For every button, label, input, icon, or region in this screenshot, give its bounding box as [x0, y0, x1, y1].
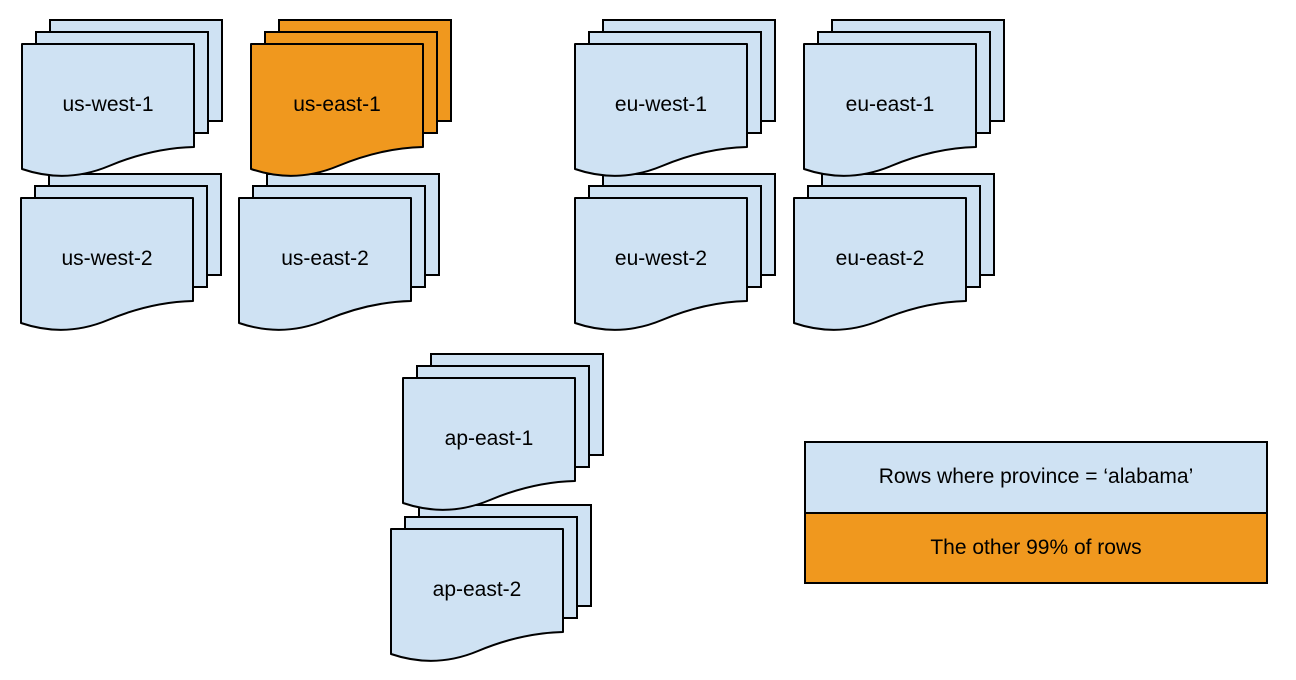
region-stack-eu-east-1: eu-east-1	[803, 19, 1005, 179]
legend-row-alabama: Rows where province = ‘alabama’	[806, 443, 1266, 512]
region-stack-ap-east-2: ap-east-2	[390, 504, 592, 664]
region-label: ap-east-2	[432, 577, 522, 601]
legend: Rows where province = ‘alabama’ The othe…	[804, 441, 1268, 584]
document-shape	[20, 197, 194, 331]
document-shape	[21, 43, 195, 177]
legend-label-alabama: Rows where province = ‘alabama’	[878, 465, 1194, 489]
legend-row-other: The other 99% of rows	[806, 511, 1266, 582]
region-stack-eu-west-2: eu-west-2	[574, 173, 776, 333]
region-stack-eu-east-2: eu-east-2	[793, 173, 995, 333]
region-label: ap-east-1	[444, 426, 534, 450]
region-label: us-west-1	[62, 92, 154, 116]
region-stack-us-west-1: us-west-1	[21, 19, 223, 179]
region-label: us-west-2	[61, 246, 153, 270]
region-label: eu-east-1	[845, 92, 935, 116]
region-stack-us-east-1: us-east-1	[250, 19, 452, 179]
region-label: us-east-1	[293, 92, 381, 116]
document-shape	[803, 43, 977, 177]
region-label: eu-east-2	[835, 246, 925, 270]
document-shape	[574, 43, 748, 177]
region-stack-ap-east-1: ap-east-1	[402, 353, 604, 513]
region-label: eu-west-2	[614, 246, 708, 270]
region-stack-us-east-2: us-east-2	[238, 173, 440, 333]
document-shape	[238, 197, 412, 331]
legend-label-other: The other 99% of rows	[930, 535, 1142, 559]
region-stack-eu-west-1: eu-west-1	[574, 19, 776, 179]
region-stack-us-west-2: us-west-2	[20, 173, 222, 333]
document-shape	[390, 528, 564, 662]
region-label: us-east-2	[281, 246, 369, 270]
region-label: eu-west-1	[614, 92, 708, 116]
document-shape	[793, 197, 967, 331]
document-shape	[574, 197, 748, 331]
document-shape	[402, 377, 576, 511]
document-shape	[250, 43, 424, 177]
